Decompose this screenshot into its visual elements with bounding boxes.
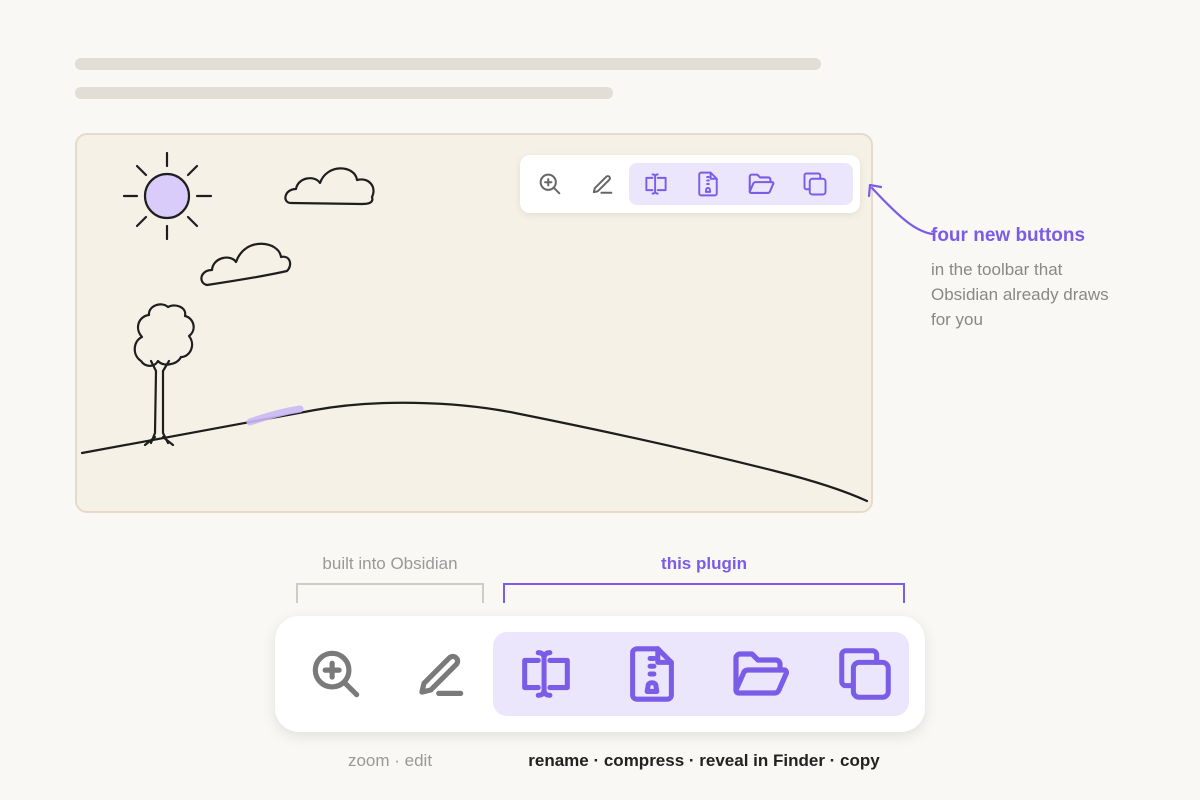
pencil-icon	[592, 175, 613, 194]
tree-icon	[133, 303, 195, 447]
edit-button[interactable]	[584, 166, 620, 202]
callout-body: in the toolbar that Obsidian already dra…	[931, 260, 1109, 329]
toolbar-enlarged	[275, 616, 925, 732]
copy-icon	[803, 172, 827, 196]
zoom-in-icon	[539, 173, 561, 195]
grass-highlight	[246, 405, 304, 426]
zoom-in-icon	[312, 650, 360, 698]
compress-icon	[630, 646, 674, 702]
rename-button-enlarged[interactable]	[514, 642, 578, 706]
paragraph-line-1	[75, 58, 821, 70]
rename-button[interactable]	[638, 166, 674, 202]
folder-open-icon	[748, 173, 775, 194]
built-in-bracket	[296, 583, 484, 603]
built-in-caption: zoom · edit	[347, 751, 433, 770]
reveal-in-finder-button[interactable]	[743, 166, 779, 202]
copy-button[interactable]	[797, 166, 833, 202]
copy-button-enlarged[interactable]	[833, 642, 897, 706]
image-toolbar	[520, 155, 860, 213]
cloud-icon	[200, 242, 292, 287]
rename-icon	[645, 173, 667, 195]
plugin-bracket	[503, 583, 905, 603]
compress-button[interactable]	[690, 166, 726, 202]
callout-title: four new buttons	[931, 225, 1086, 246]
plugin-label: this plugin	[661, 554, 747, 573]
hill	[80, 401, 869, 503]
built-in-label: built into Obsidian	[322, 554, 458, 573]
zoom-button-enlarged[interactable]	[304, 642, 368, 706]
paragraph-line-2	[75, 87, 613, 99]
folder-open-icon	[733, 651, 789, 696]
copy-icon	[839, 648, 891, 700]
callout-arrow	[867, 183, 934, 236]
rename-icon	[522, 650, 570, 698]
compress-icon	[698, 171, 718, 197]
edit-button-enlarged[interactable]	[408, 642, 472, 706]
cloud-icon	[284, 167, 375, 206]
pencil-icon	[419, 653, 464, 696]
zoom-button[interactable]	[532, 166, 568, 202]
compress-button-enlarged[interactable]	[620, 642, 684, 706]
reveal-in-finder-button-enlarged[interactable]	[728, 642, 792, 706]
embedded-drawing	[80, 151, 869, 503]
plugin-caption: rename · compress · reveal in Finder · c…	[528, 751, 880, 770]
sun-icon	[122, 151, 213, 241]
